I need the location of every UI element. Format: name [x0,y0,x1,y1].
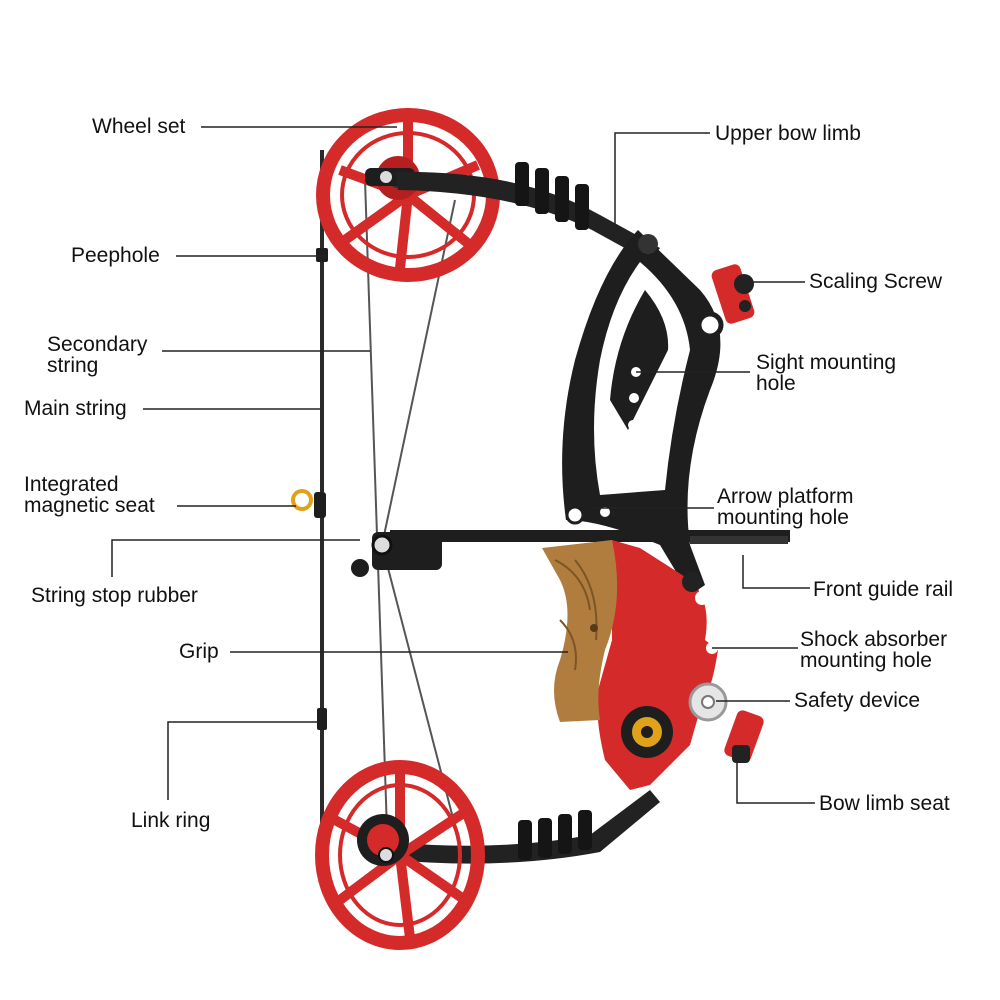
label-secondary-string-line1: Secondary [47,333,148,356]
label-arrow-platform-line1: Arrow platform [717,485,854,508]
label-shock-absorber-line2: mounting hole [800,649,932,672]
label-wheel-set: Wheel set [92,115,186,138]
riser [562,230,724,595]
label-scaling-screw: Scaling Screw [809,270,943,293]
label-link-ring: Link ring [131,809,211,832]
lower-wheel-set [315,760,485,950]
grip [542,540,618,722]
label-sight-mounting-hole-line1: Sight mounting [756,351,897,374]
scaling-screw [711,264,755,324]
lower-bow-limb [390,790,660,864]
label-secondary-string: Secondary string [47,334,147,376]
label-arrow-platform-mounting-hole: Arrow platform mounting hole [717,486,854,528]
leader-bow-limb-seat [736,760,815,804]
label-shock-absorber-mounting-hole: Shock absorber mounting hole [800,629,947,671]
bow-limb-seat [724,710,764,763]
label-peephole: Peephole [71,244,160,267]
label-main-string: Main string [24,397,127,420]
label-bow-limb-seat: Bow limb seat [819,792,950,815]
label-grip: Grip [179,640,219,663]
leader-link-ring [167,721,318,800]
leader-lines [111,126,815,804]
label-string-stop-rubber: String stop rubber [31,584,198,607]
label-sight-mounting-hole: Sight mounting hole [756,352,896,394]
label-front-guide-rail: Front guide rail [813,578,954,601]
integrated-magnetic-seat [291,489,326,518]
upper-bow-limb [395,162,660,262]
label-upper-bow-limb: Upper bow limb [715,122,861,145]
label-integrated-magnetic-seat-line1: Integrated [24,473,119,496]
link-ring [317,708,327,730]
leader-string-stop-rubber [111,539,360,577]
safety-device [621,682,728,758]
label-secondary-string-line2: string [47,354,99,377]
leader-front-guide-rail [742,555,810,589]
label-integrated-magnetic-seat-line2: magnetic seat [24,494,155,517]
label-integrated-magnetic-seat: Integrated magnetic seat [24,474,155,516]
label-shock-absorber-line1: Shock absorber [800,628,948,651]
peephole [316,248,328,262]
label-safety-device: Safety device [794,689,921,712]
secondary-string [364,179,461,861]
upper-wheel-set [316,108,500,282]
leader-upper-bow-limb [614,132,710,230]
label-arrow-platform-line2: mounting hole [717,506,849,529]
label-sight-mounting-hole-line2: hole [756,372,796,395]
front-guide-rail [351,530,790,577]
